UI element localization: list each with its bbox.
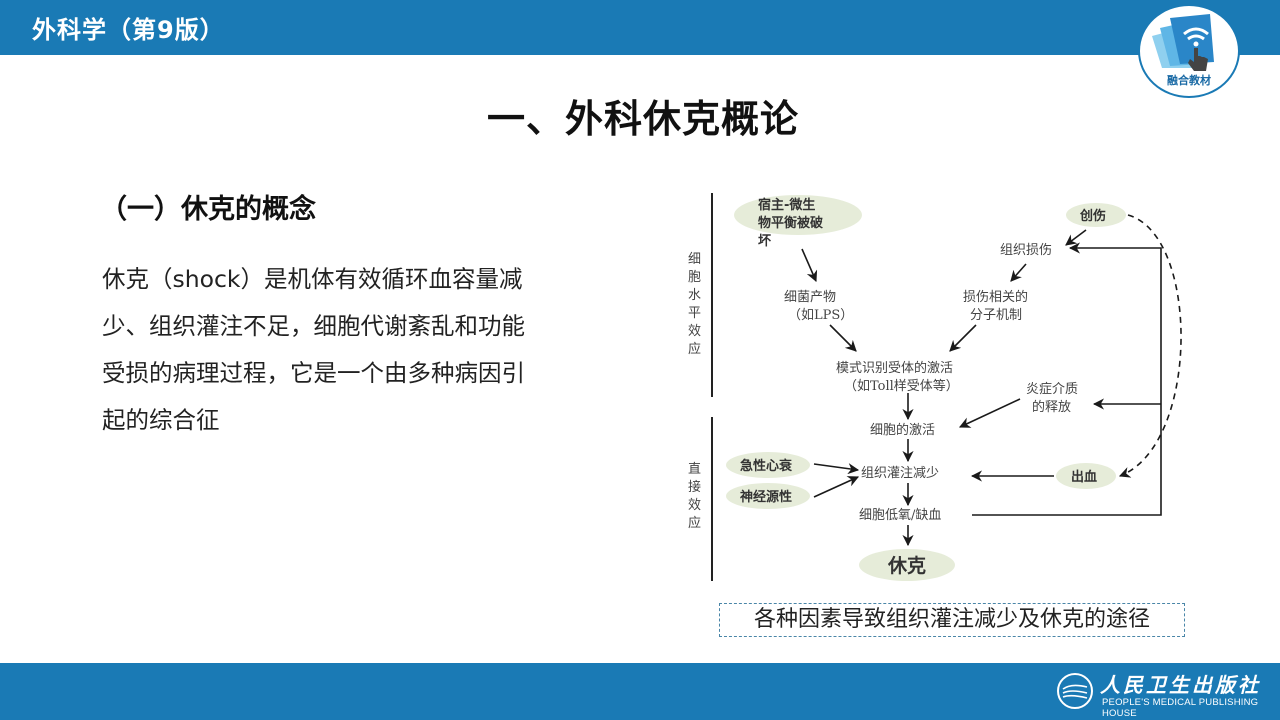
acute-heart-failure-ellipse [726,452,810,478]
slide-title: 一、外科休克概论 [486,97,799,141]
shock-pathway-diagram: 细 胞 水 平 效 应 直 接 效 应 宿主-微生 物平衡被破 坏 创伤 组织损… [680,185,1200,595]
neurogenic-ellipse [726,483,810,509]
paragraph-line: 休克（shock）是机体有效循环血容量减 [102,265,523,293]
svg-text:直: 直 [688,462,701,477]
node-hemorrhage: 出血 [1071,469,1097,485]
trauma-ellipse [1066,203,1126,227]
svg-text:应: 应 [688,341,701,357]
header-bar: 外科学（第9版） [0,0,1280,55]
node-host-microbe: 宿主-微生 物平衡被破 坏 [758,197,823,249]
svg-text:效: 效 [688,324,701,339]
paragraph-line: 起的综合征 [102,406,220,434]
publisher-logo-icon [1057,673,1093,709]
svg-text:胞: 胞 [688,270,701,285]
svg-text:细: 细 [688,252,701,267]
svg-text:（如LPS）: （如LPS） [788,307,853,323]
node-neurogenic: 神经源性 [740,489,792,505]
svg-text:物平衡被破: 物平衡被破 [758,215,823,231]
svg-text:平: 平 [688,306,701,321]
definition-paragraph: 休克（shock）是机体有效循环血容量减 少、组织灌注不足，细胞代谢紊乱和功能 … [102,256,592,444]
svg-text:坏: 坏 [758,233,771,249]
figure-caption: 各种因素导致组织灌注减少及休克的途径 [719,603,1185,637]
paragraph-line: 受损的病理过程，它是一个由多种病因引 [102,359,525,387]
svg-text:宿主-微生: 宿主-微生 [758,197,815,213]
svg-text:模式识别受体的激活: 模式识别受体的激活 [836,360,953,376]
svg-text:应: 应 [688,515,701,531]
cellular-level-label: 细 胞 水 平 效 应 [688,252,701,357]
node-bacterial-products: 细菌产物 （如LPS） [784,290,853,323]
node-acute-heart-failure: 急性心衰 [740,458,793,474]
hemorrhage-ellipse [1056,463,1116,489]
node-pattern-receptor: 模式识别受体的激活 （如Toll样受体等） [836,360,959,394]
node-hypoxia: 细胞低氧/缺血 [859,508,941,523]
direct-effect-label: 直 接 效 应 [688,462,701,531]
publisher-name-en: PEOPLE'S MEDICAL PUBLISHING HOUSE [1102,697,1259,719]
book-title: 外科学（第9版） [32,16,225,44]
publisher-name-cn: 人民卫生出版社 [1100,673,1261,697]
svg-text:（如Toll样受体等）: （如Toll样受体等） [844,378,959,394]
node-tissue-damage: 组织损伤 [1000,243,1052,258]
svg-text:水: 水 [688,288,701,303]
node-shock: 休克 [887,554,926,577]
footer-bar: 人民卫生出版社 PEOPLE'S MEDICAL PUBLISHING HOUS… [0,663,1280,720]
paragraph-line: 少、组织灌注不足，细胞代谢紊乱和功能 [102,312,525,340]
shock-ellipse [859,549,955,581]
svg-text:细菌产物: 细菌产物 [784,290,836,305]
fusion-textbook-badge[interactable]: 融合教材 [1138,4,1240,98]
node-trauma: 创伤 [1079,208,1106,224]
host-microbe-ellipse [734,195,862,235]
svg-text:接: 接 [688,479,701,495]
svg-text:损伤相关的: 损伤相关的 [963,289,1028,305]
svg-text:分子机制: 分子机制 [970,308,1022,323]
node-damage-mechanisms: 损伤相关的 分子机制 [963,289,1028,323]
svg-text:的释放: 的释放 [1032,399,1071,415]
node-cell-activation: 细胞的激活 [870,422,935,438]
node-hypoperfusion: 组织灌注减少 [861,466,939,481]
badge-label: 融合教材 [1167,74,1211,87]
section-heading: （一）休克的概念 [100,194,316,225]
svg-text:效: 效 [688,498,701,513]
touch-wifi-icon [1152,14,1214,71]
svg-text:炎症介质: 炎症介质 [1026,382,1078,397]
node-inflammatory-mediators: 炎症介质 的释放 [1026,382,1078,415]
